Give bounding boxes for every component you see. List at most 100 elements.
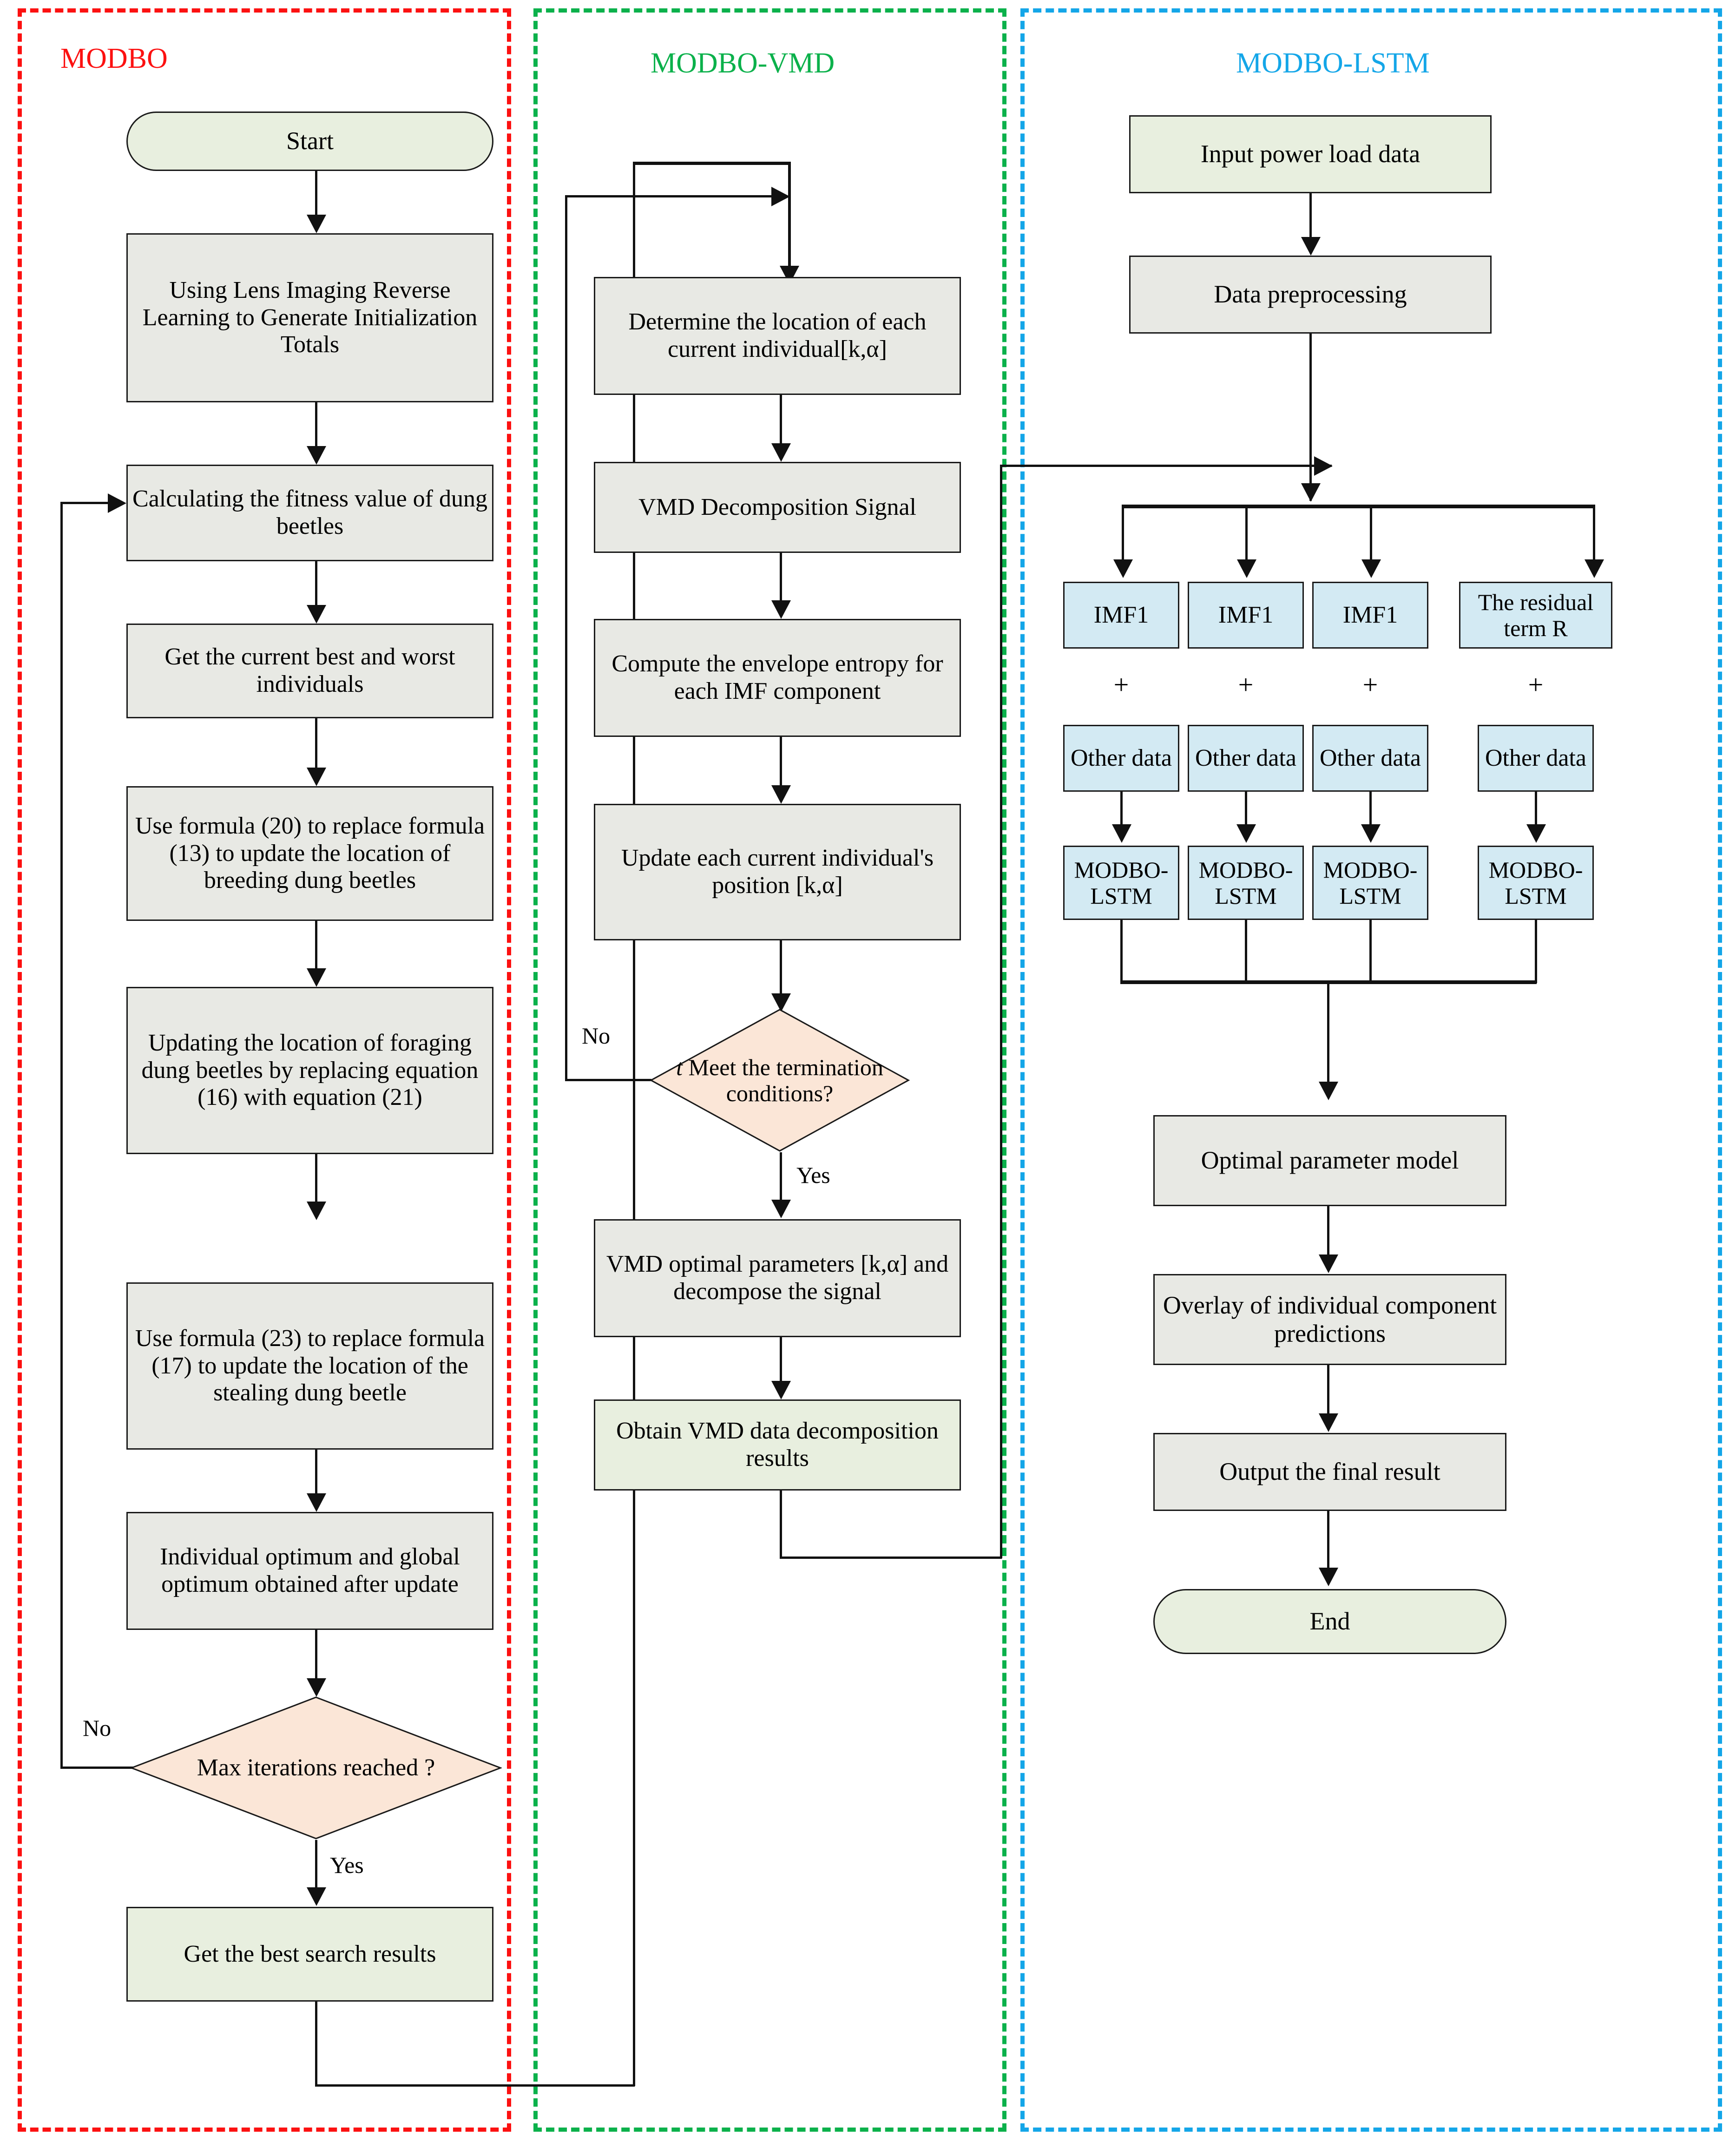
arrowhead-down	[307, 968, 326, 987]
node-termination-label: Meet the termination conditions?	[683, 1054, 883, 1107]
edge-foraging-to-stealing	[315, 1154, 317, 1204]
node-other-data-2: Other data	[1188, 725, 1304, 792]
arrowhead-down	[1361, 824, 1381, 843]
node-vmd-decomposition-label: VMD Decomposition Signal	[638, 493, 916, 520]
edge-bestresults-up	[633, 162, 635, 2086]
label-no-modbo: No	[83, 1715, 112, 1741]
edge-envelope-to-updatepos	[780, 737, 782, 788]
edge-other2-to-model2	[1245, 792, 1247, 827]
edge-vmd-no-h2	[565, 195, 783, 197]
plus-4: +	[1528, 670, 1544, 700]
node-model-1-label: MODBO-LSTM	[1074, 856, 1169, 909]
edge-input-to-preprocess	[1309, 193, 1312, 241]
node-termination-text: t Meet the termination conditions?	[676, 1054, 884, 1107]
edge-model3-merge	[1369, 920, 1372, 983]
node-other-data-1-label: Other data	[1070, 744, 1172, 771]
arrowhead-down	[1319, 1413, 1338, 1432]
edge-branch-4-drop	[1593, 505, 1595, 562]
arrowhead-down	[1237, 559, 1256, 578]
node-component-2-label: IMF1	[1218, 601, 1274, 628]
node-best-worst-label: Get the current best and worst individua…	[164, 644, 455, 697]
edge-yes-modbo	[315, 1840, 317, 1890]
edge-model1-merge	[1120, 920, 1123, 983]
node-start: Start	[126, 112, 493, 171]
arrowhead-down	[1236, 824, 1256, 843]
arrowhead-down	[1301, 483, 1321, 502]
node-foraging-label: Updating the location of foraging dung b…	[141, 1029, 479, 1111]
edge-other1-to-model1	[1120, 792, 1123, 827]
node-model-2-label: MODBO-LSTM	[1198, 856, 1293, 909]
node-component-1: IMF1	[1063, 582, 1179, 649]
edge-vmd-no-h1	[565, 1079, 651, 1081]
node-breeding-label: Use formula (20) to replace formula (13)…	[135, 812, 485, 894]
edge-model2-merge	[1245, 920, 1247, 983]
node-envelope-entropy-label: Compute the envelope entropy for each IM…	[612, 650, 943, 704]
node-other-data-2-label: Other data	[1195, 744, 1296, 771]
arrowhead-down	[1319, 1568, 1338, 1586]
arrowhead-down	[307, 768, 326, 786]
plus-1: +	[1113, 670, 1129, 700]
node-model-4: MODBO-LSTM	[1478, 846, 1594, 920]
edge-bestresults-to-vmd	[633, 162, 791, 165]
node-vmd-optimal-params: VMD optimal parameters [k,α] and decompo…	[594, 1219, 961, 1337]
node-component-4-label: The residual term R	[1478, 589, 1594, 642]
node-output-final-result: Output the final result	[1153, 1433, 1506, 1511]
node-obtain-vmd-results-label: Obtain VMD data decomposition results	[616, 1418, 939, 1471]
node-input-power-load: Input power load data	[1129, 115, 1492, 193]
section-title-modbo: MODBO	[60, 43, 168, 74]
arrowhead-down	[307, 1678, 326, 1697]
edge-determine-to-vmddecomp	[780, 395, 782, 446]
section-panel-modbo-lstm	[1020, 8, 1722, 2132]
label-yes-modbo: Yes	[330, 1852, 364, 1878]
arrowhead-down	[771, 443, 791, 462]
edge-start-to-init	[315, 171, 317, 217]
edge-vmdresults-into-lstm	[1000, 465, 1332, 467]
arrowhead-down	[1319, 1254, 1338, 1273]
node-model-2: MODBO-LSTM	[1188, 846, 1304, 920]
arrowhead-right	[108, 493, 126, 513]
edge-no-h1	[60, 1767, 133, 1769]
node-component-3-label: IMF1	[1342, 601, 1398, 628]
node-optimum: Individual optimum and global optimum ob…	[126, 1512, 493, 1630]
edge-other4-to-model4	[1535, 792, 1537, 827]
edge-bestresults-right	[315, 2084, 635, 2087]
arrowhead-down	[1113, 559, 1133, 578]
arrowhead-down	[307, 605, 326, 624]
edge-breeding-to-foraging	[315, 921, 317, 971]
arrowhead-down	[771, 785, 791, 804]
node-termination-decision: t Meet the termination conditions?	[650, 1008, 910, 1152]
node-data-preprocessing: Data preprocessing	[1129, 256, 1492, 334]
node-breeding: Use formula (20) to replace formula (13)…	[126, 786, 493, 921]
diamond-shape	[130, 1696, 502, 1839]
arrowhead-down	[307, 446, 326, 465]
node-optimal-parameter-model: Optimal parameter model	[1153, 1115, 1506, 1206]
node-optimum-label: Individual optimum and global optimum ob…	[160, 1543, 460, 1597]
node-init: Using Lens Imaging Reverse Learning to G…	[126, 233, 493, 402]
arrowhead-down	[307, 1493, 326, 1512]
edge-model4-merge	[1535, 920, 1537, 983]
node-other-data-1: Other data	[1063, 725, 1179, 792]
edge-merge-to-optimal	[1327, 980, 1329, 1097]
bus-split-horizontal	[1122, 505, 1595, 508]
arrowhead-right	[1314, 456, 1333, 476]
node-obtain-vmd-results: Obtain VMD data decomposition results	[594, 1399, 961, 1491]
node-update-position-label: Update each current individual's positio…	[621, 845, 934, 899]
node-end-label: End	[1309, 1607, 1350, 1635]
arrowhead-down	[771, 993, 791, 1012]
edge-optparams-to-results	[780, 1337, 782, 1384]
arrowhead-right	[771, 187, 790, 206]
arrowhead-down	[771, 600, 791, 619]
node-other-data-3: Other data	[1312, 725, 1428, 792]
node-determine-location: Determine the location of each current i…	[594, 277, 961, 395]
node-best-results: Get the best search results	[126, 1907, 493, 2002]
node-model-3-label: MODBO-LSTM	[1323, 856, 1418, 909]
node-max-iterations-decision: Max iterations reached ?	[130, 1696, 502, 1840]
section-title-modbo-vmd: MODBO-VMD	[651, 47, 835, 79]
edge-no-v	[60, 502, 63, 1769]
node-other-data-3-label: Other data	[1319, 744, 1421, 771]
edge-stealing-to-optimum	[315, 1450, 317, 1496]
edge-vmdresults-right	[780, 1556, 1002, 1559]
node-vmd-optimal-params-label: VMD optimal parameters [k,α] and decompo…	[606, 1251, 949, 1305]
termination-var-t: t	[676, 1054, 683, 1080]
